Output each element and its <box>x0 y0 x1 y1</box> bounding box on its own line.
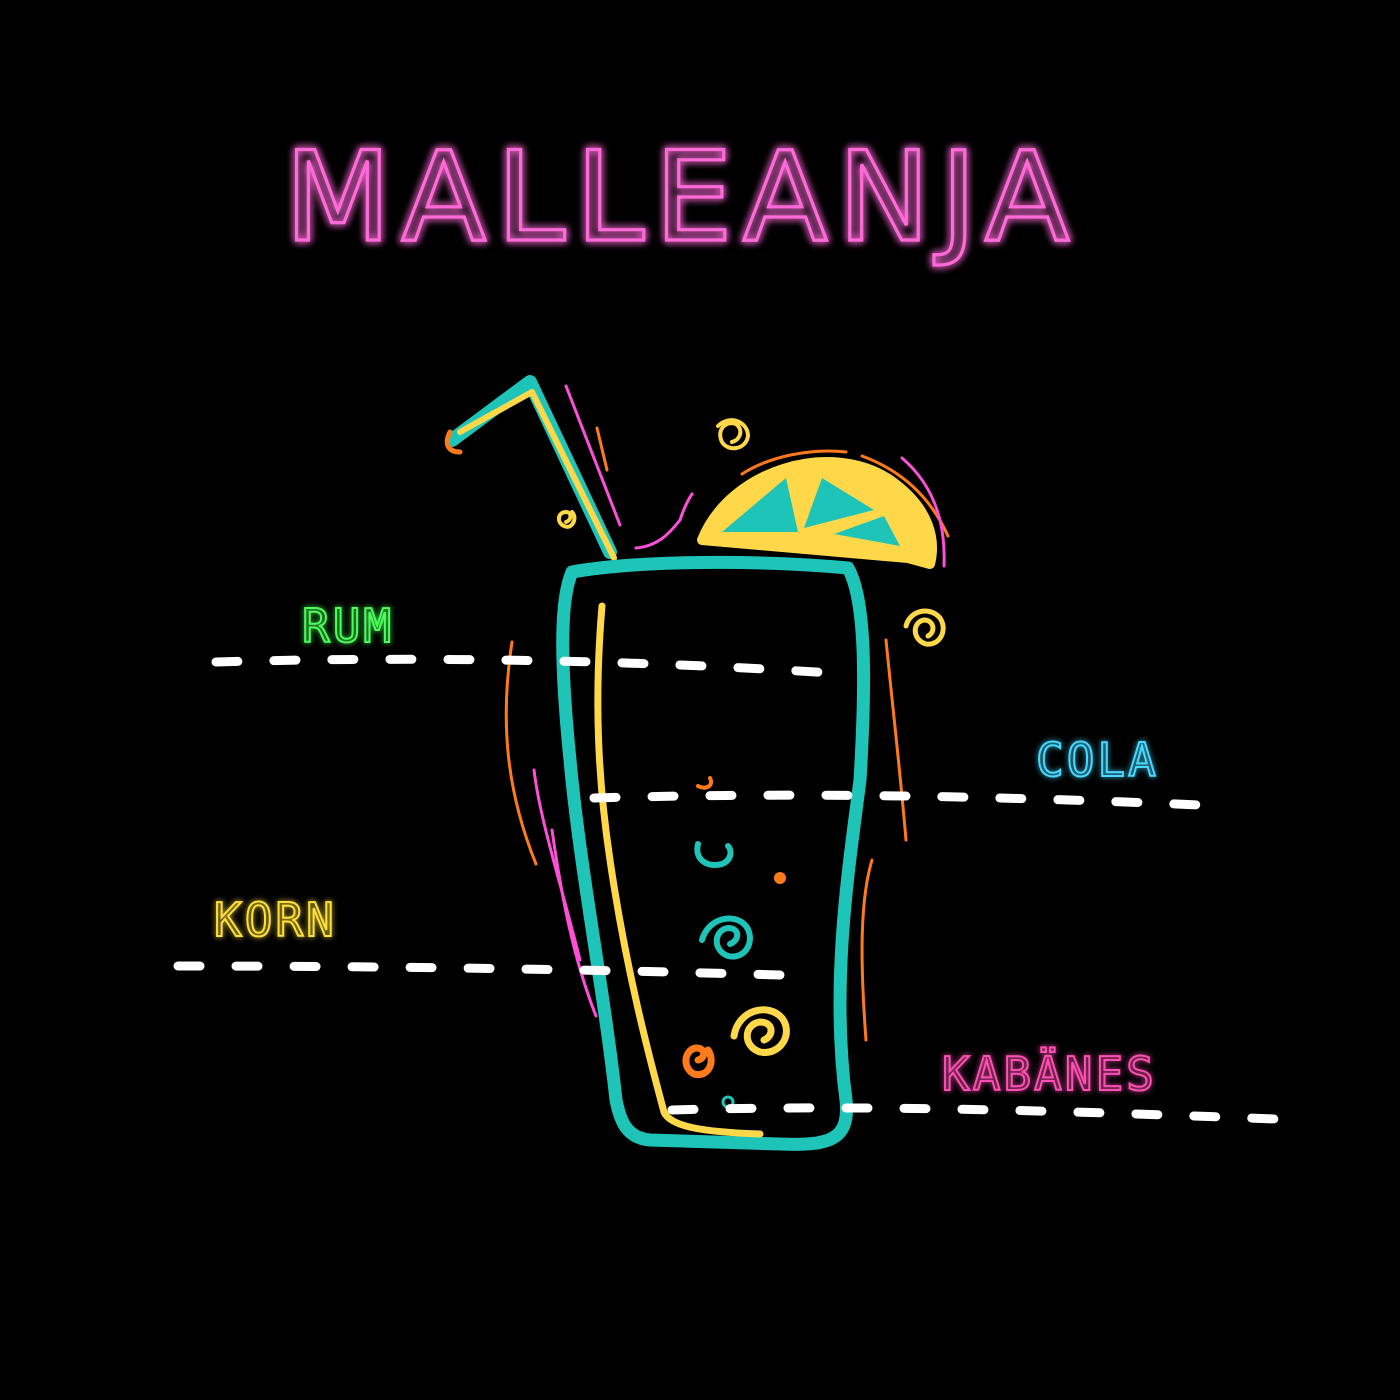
rum-guide-line <box>211 654 851 679</box>
dashed-guides <box>173 654 1307 1125</box>
label-korn: KORN <box>214 893 337 947</box>
poster-title: MALLEANJA <box>284 126 1079 270</box>
glass-icon <box>504 492 908 1151</box>
lemon-slice-icon <box>697 449 950 569</box>
cocktail-glass-illustration <box>444 375 950 1151</box>
label-cola: COLA <box>1036 733 1159 787</box>
label-rum: RUM <box>302 599 394 653</box>
bubble-swirls <box>557 418 946 1109</box>
ingredient-labels: RUM COLA KORN KABÄNES <box>213 598 1159 1102</box>
kabaenes-guide-line <box>667 1103 1307 1125</box>
straw-icon <box>444 375 622 561</box>
korn-guide-line <box>173 961 817 981</box>
label-kabaenes: KABÄNES <box>942 1047 1157 1101</box>
cola-guide-line <box>589 790 1227 811</box>
